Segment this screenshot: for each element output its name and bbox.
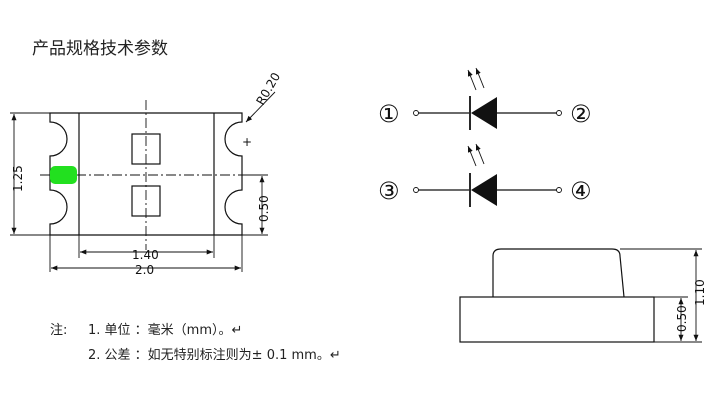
- side-view: 1.10 0.50: [459, 248, 707, 343]
- pad-height-label: 0.50: [257, 195, 271, 222]
- pin-4-label: ④: [570, 177, 592, 205]
- diode-triangle: [471, 97, 497, 129]
- note-tolerance: 2. 公差 ：如无特别标注则为± 0.1 mm。↵: [88, 348, 341, 363]
- pin-2-label: ②: [570, 100, 592, 128]
- side-base: [459, 296, 655, 343]
- note-unit: 1. 单位 ：毫米（mm）。↵: [88, 323, 243, 338]
- dimension-pad-height: 0.50: [242, 174, 271, 236]
- side-lens: [492, 248, 625, 298]
- page-title: 产品规格技术参数: [32, 39, 168, 59]
- top-view: +: [40, 100, 258, 250]
- total-width-label: 2.0: [135, 263, 154, 277]
- dimension-inner-width: 1.40: [78, 235, 215, 262]
- led-symbol-upper: ① ②: [378, 67, 592, 130]
- side-total-height-label: 1.10: [693, 279, 707, 306]
- radius-callout: R0.20: [245, 70, 283, 123]
- pin-3-label: ③: [378, 177, 400, 205]
- dimension-total-width: 2.0: [49, 235, 243, 277]
- dimension-height: 1.25: [10, 112, 50, 236]
- notes-label: 注:: [50, 323, 68, 338]
- led-symbol-lower: ③ ④: [378, 143, 592, 207]
- height-label: 1.25: [11, 165, 25, 192]
- radius-label: R0.20: [253, 70, 283, 107]
- pin-1-label: ①: [378, 100, 400, 128]
- polarity-plus: +: [242, 135, 252, 149]
- inner-width-label: 1.40: [132, 248, 159, 262]
- led-indicator: [50, 166, 77, 184]
- side-base-height-label: 0.50: [675, 305, 689, 332]
